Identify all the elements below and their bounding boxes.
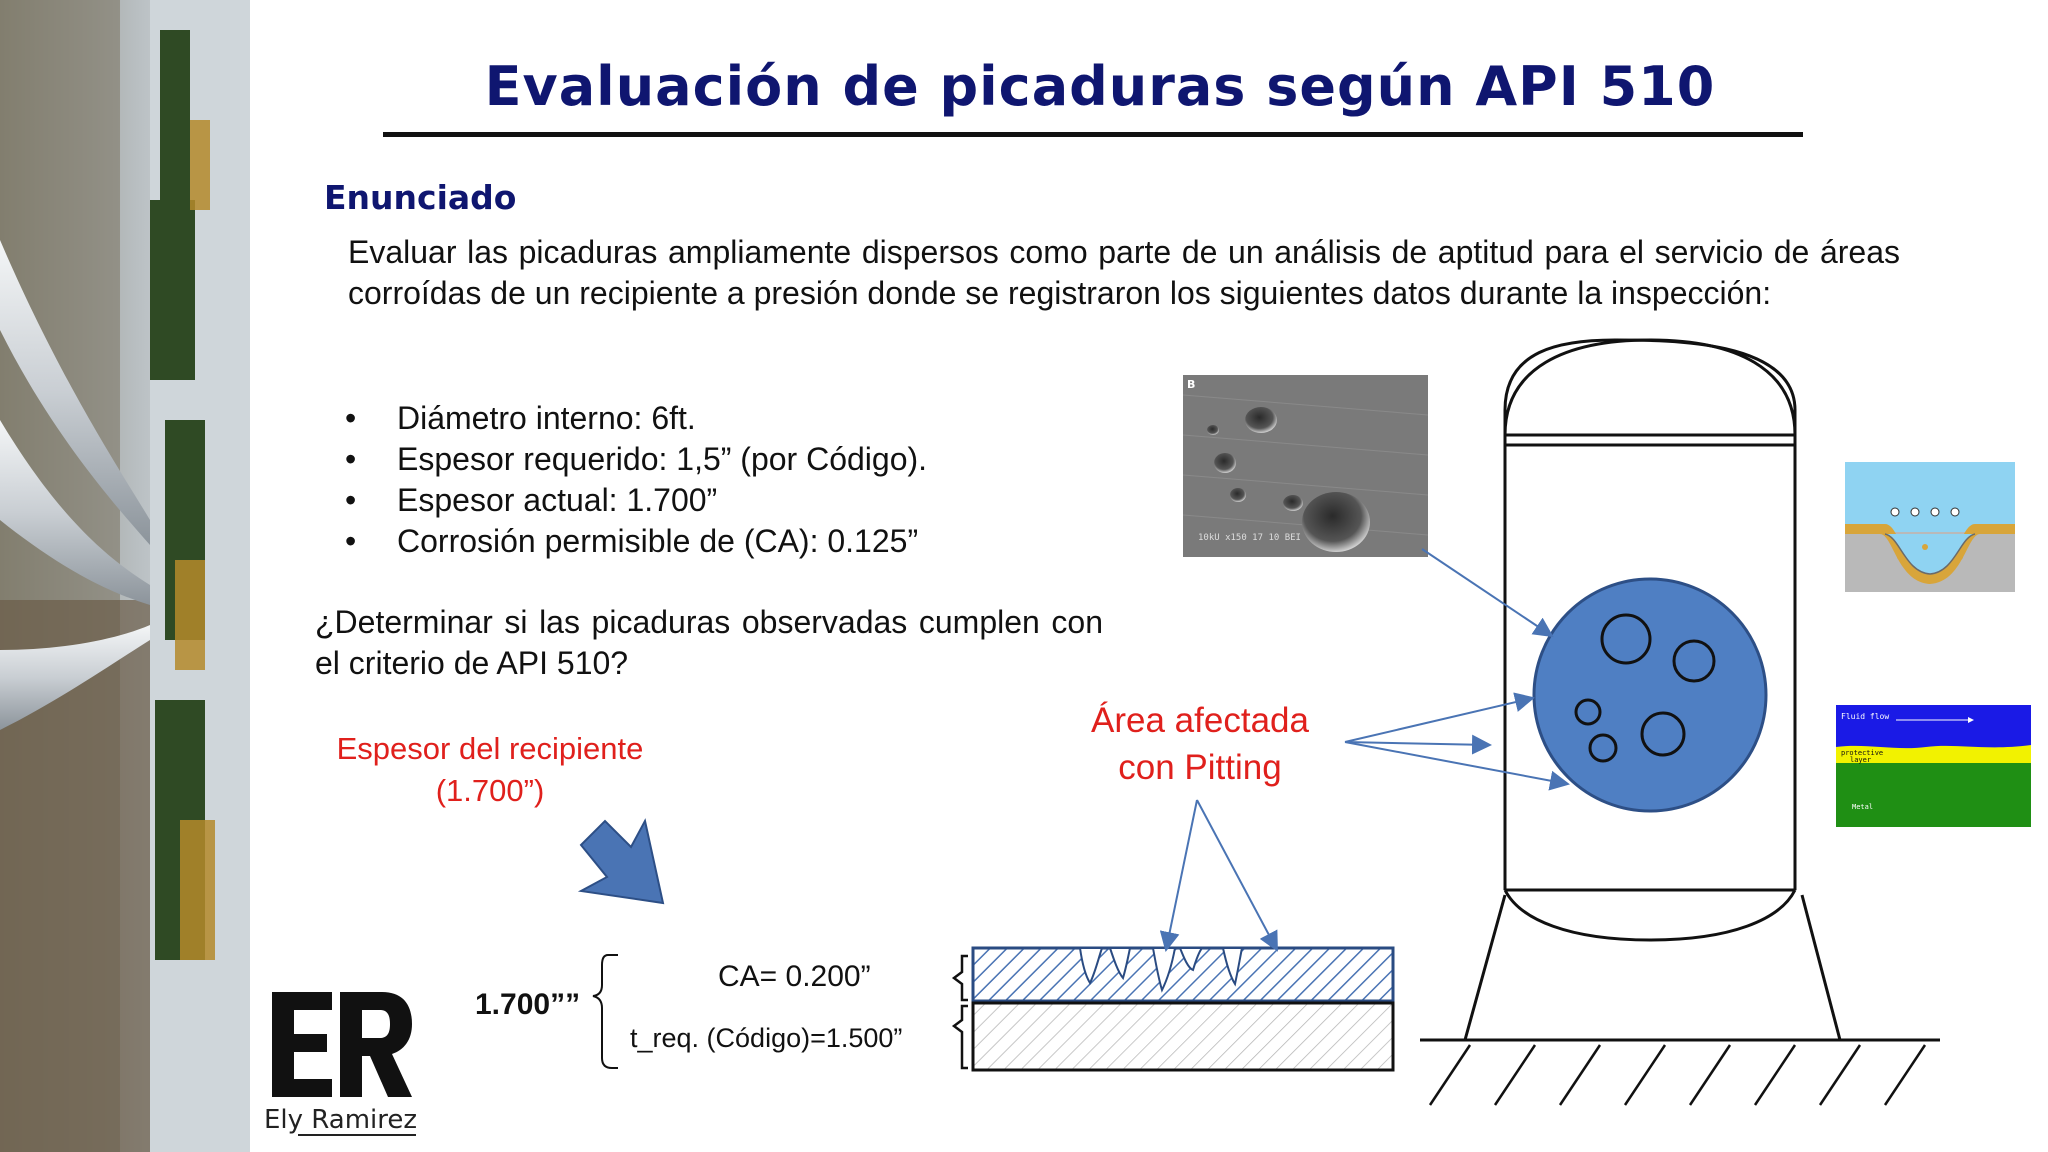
data-list: Diámetro interno: 6ft. Espesor requerido… bbox=[345, 398, 927, 562]
sem-letter: B bbox=[1187, 378, 1195, 391]
thickness-cross-section bbox=[592, 946, 1395, 1072]
er-logo bbox=[272, 992, 412, 1097]
sem-caption: 10kU x150 17 10 BEI bbox=[1198, 533, 1301, 543]
section-heading: Enunciado bbox=[324, 178, 517, 217]
bullet-diameter: Diámetro interno: 6ft. bbox=[345, 398, 927, 439]
protective-layer-illustration: Fluid flow protective layer Metal bbox=[1836, 705, 2031, 827]
bullet-corrosion-allowance: Corrosión permisible de (CA): 0.125” bbox=[345, 521, 927, 562]
vessel-thickness-label-line1: Espesor del recipiente bbox=[336, 731, 644, 766]
question-text: ¿Determinar si las picaduras observadas … bbox=[315, 604, 1103, 681]
affected-area-label: Área afectada con Pitting bbox=[1060, 697, 1340, 791]
affected-area-label-line2: con Pitting bbox=[1118, 748, 1282, 787]
down-right-arrow-icon bbox=[577, 818, 665, 905]
vessel-thickness-label-line2: (1.700”) bbox=[435, 773, 545, 808]
affected-area-label-line1: Área afectada bbox=[1091, 701, 1309, 740]
pitting-illustration bbox=[1845, 462, 2015, 592]
title-divider bbox=[383, 132, 1803, 137]
treq-label: t_req. (Código)=1.500” bbox=[630, 1023, 903, 1053]
slide-title: Evaluación de picaduras según API 510 bbox=[484, 55, 1716, 118]
ca-label: CA= 0.200” bbox=[718, 960, 871, 993]
bullet-required-thickness: Espesor requerido: 1,5” (por Código). bbox=[345, 439, 927, 480]
flow-label: Fluid flow bbox=[1841, 712, 1889, 721]
brand-name: Ely Ramirez bbox=[264, 1105, 418, 1135]
pressure-vessel-diagram bbox=[1420, 338, 1940, 1106]
metal-label: Metal bbox=[1852, 803, 1873, 811]
dimension-label: 1.700”” bbox=[475, 988, 581, 1021]
problem-statement: Evaluar las picaduras ampliamente disper… bbox=[348, 234, 1900, 311]
vessel-thickness-label: Espesor del recipiente (1.700”) bbox=[300, 728, 680, 812]
pipeline-photo bbox=[0, 0, 250, 1152]
brand-underline bbox=[298, 1134, 416, 1136]
sem-pitting-micrograph: B bbox=[1183, 375, 1428, 557]
protective-label-1: protective bbox=[1841, 749, 1883, 757]
bullet-actual-thickness: Espesor actual: 1.700” bbox=[345, 480, 927, 521]
protective-label-2: layer bbox=[1850, 756, 1871, 764]
